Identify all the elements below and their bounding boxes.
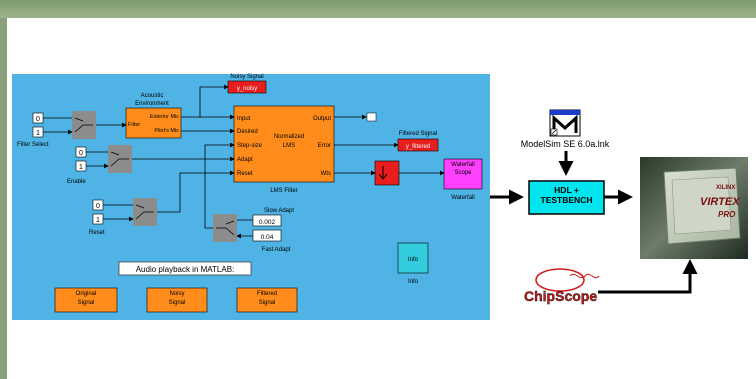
acoustic-output-port-2: Pilot's Mic [154,128,179,134]
filtered-signal-label: Filtered Signal [399,131,437,137]
constant-1-text: 1 [96,217,100,224]
acoustic-output-port-1: Exterior Mic [150,114,179,120]
audio-playback-label-box [118,261,252,276]
acoustic-input-port: Filter [128,122,140,128]
lms-port-wts: Wts [321,171,331,177]
lms-filter-block[interactable] [233,105,335,183]
terminator-block[interactable] [366,112,377,122]
noisy-signal-label: Noisy Signal [230,74,263,80]
slow-adapt-label: Slow Adapt [264,208,294,214]
fast-adapt-constant[interactable] [252,229,282,242]
wire [199,84,229,117]
fpga-lid [671,176,732,235]
slide-top-bar [0,0,756,18]
acoustic-environment-block[interactable] [125,107,182,139]
hdl-testbench-block[interactable] [528,180,605,215]
lms-port-output: Output [313,116,331,122]
filter-select-group: 0 1 Filter Select [17,111,96,148]
info-block-text: Info [408,257,419,263]
noisy-signal-value: y_noisy [237,86,257,92]
lms-port-input: Input [237,116,251,122]
wire [103,204,133,219]
shortcut-arrow-glyph [551,129,557,135]
lms-port-desired: Desired [237,129,258,135]
virtex-pro-fpga-image: XILINX VIRTEX PRO [640,157,748,259]
slow-adapt-constant[interactable] [252,214,282,227]
enable-label: Enable [67,179,86,185]
constant-1-text: 1 [79,164,83,171]
enable-group: 0 1 Enable [67,145,132,185]
hdl-testbench-text: HDL + TESTBENCH [540,185,593,205]
constant-0-text: 0 [79,150,83,157]
fpga-name-text: VIRTEX [700,196,740,208]
fast-adapt-label: Fast Adapt [262,247,291,253]
wire [157,170,235,213]
filter-select-label: Filter Select [17,142,49,148]
wire [43,117,72,132]
slide-left-bar [0,18,7,379]
info-label: Info [408,279,419,285]
filtered-signal-button[interactable] [236,287,298,313]
noisy-signal-btn-text: Noisy Signal [168,291,186,306]
lms-center-text-1: Normalized [274,134,304,140]
original-signal-button[interactable] [54,287,118,313]
reset-group: 0 1 Reset [89,198,157,236]
info-block[interactable] [397,242,429,274]
filtered-signal-btn-text: Filtered Signal [256,291,277,306]
chipscope-wave-icon [569,273,600,279]
wire [237,219,253,236]
fpga-brand-text: XILINX [716,185,735,191]
acoustic-title-2: Environment [135,101,169,107]
constant-1-text: 1 [36,130,40,137]
wire [86,151,108,166]
chipscope-logo: ChipScope [524,268,600,304]
fpga-sub-text: PRO [718,210,736,219]
modelsim-shortcut[interactable] [549,109,581,137]
modelsim-icon-titlebar [550,110,580,115]
constant-0-text: 0 [36,116,40,123]
modelsim-m-glyph [552,114,578,133]
lms-center-text-2: LMS [283,143,295,149]
downsample-block[interactable] [374,160,400,186]
wire [204,142,235,229]
lms-filter-label: LMS Filter [270,188,297,194]
reset-label: Reset [89,230,105,236]
waterfall-scope-text: Waterfall Scope [451,162,475,176]
chipscope-swoosh [535,268,585,292]
acoustic-title-1: Acoustic [141,93,164,99]
lms-port-error: Error [318,143,331,149]
constant-0-text: 0 [96,203,100,210]
audio-playback-text: Audio playback in MATLAB: [136,265,235,274]
filtered-signal-value: y_filtered [406,144,430,150]
arrow-chipscope-to-fpga [598,259,698,294]
lms-port-reset: Reset [237,171,253,177]
waterfall-scope-block[interactable] [443,158,483,190]
modelsim-label: ModelSim SE 6.0a.lnk [521,139,610,149]
original-signal-text: Original Signal [75,291,97,306]
slow-adapt-value: 0.002 [259,219,276,226]
noisy-signal-button[interactable] [146,287,208,313]
fast-adapt-value: 0.04 [261,234,274,241]
chipscope-text: ChipScope [524,288,597,304]
down-arrow-icon [378,166,388,180]
lms-port-adapt: Adapt [237,157,253,163]
lms-port-stepsize: Step-size [237,143,263,149]
waterfall-label: Waterfall [451,195,474,201]
